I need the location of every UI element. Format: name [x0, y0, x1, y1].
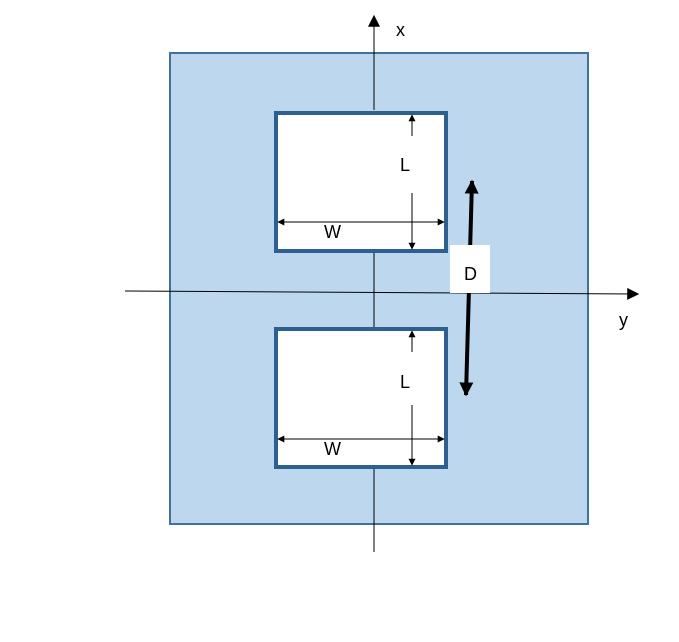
bottom-slot-width-label: W: [324, 439, 341, 459]
top-slot: [274, 111, 448, 253]
bottom-slot-length-label: L: [400, 372, 410, 392]
separation-label-box: [450, 245, 490, 293]
top-slot-dimensions: L W: [277, 114, 445, 250]
top-slot-length-label: L: [400, 155, 410, 175]
bottom-slot: [274, 327, 448, 469]
bottom-slot-dimensions: L W: [277, 330, 445, 466]
top-slot-width-label: W: [324, 222, 341, 242]
separation-label: D: [464, 264, 477, 284]
y-axis-label: y: [619, 310, 628, 330]
y-axis: [124, 287, 640, 300]
x-axis-label: x: [396, 20, 405, 40]
